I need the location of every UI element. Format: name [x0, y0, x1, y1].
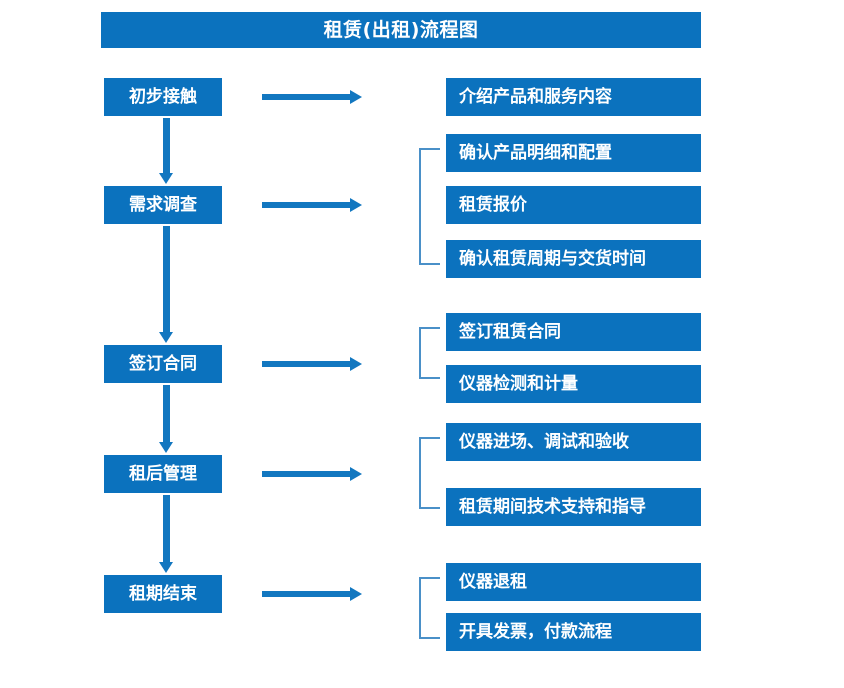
- detail-label-10: 开具发票，付款流程: [459, 621, 612, 642]
- down-arrow-icon-2: [159, 226, 173, 343]
- stage-label-5: 租期结束: [129, 583, 197, 604]
- detail-label-6: 仪器检测和计量: [459, 373, 578, 394]
- stage-label-2: 需求调查: [129, 194, 197, 215]
- group-bracket-2: [419, 148, 440, 265]
- detail-label-2: 确认产品明细和配置: [459, 142, 612, 163]
- detail-label-7: 仪器进场、调试和验收: [459, 431, 629, 452]
- stage-box-4[interactable]: 租后管理: [104, 455, 222, 493]
- down-arrow-icon-1: [159, 118, 173, 184]
- detail-box-6[interactable]: 仪器检测和计量: [446, 365, 701, 403]
- stage-box-1[interactable]: 初步接触: [104, 78, 222, 116]
- detail-box-8[interactable]: 租赁期间技术支持和指导: [446, 488, 701, 526]
- down-arrow-icon-3: [159, 385, 173, 453]
- detail-label-5: 签订租赁合同: [459, 321, 561, 342]
- detail-box-5[interactable]: 签订租赁合同: [446, 313, 701, 351]
- detail-box-3[interactable]: 租赁报价: [446, 186, 701, 224]
- chart-title-text: 租赁(出租)流程图: [323, 18, 479, 41]
- detail-label-3: 租赁报价: [459, 194, 527, 215]
- detail-box-4[interactable]: 确认租赁周期与交货时间: [446, 240, 701, 278]
- detail-label-9: 仪器退租: [459, 571, 527, 592]
- chart-title-banner: 租赁(出租)流程图: [101, 12, 701, 48]
- right-arrow-icon-2: [262, 198, 362, 212]
- stage-box-5[interactable]: 租期结束: [104, 575, 222, 613]
- detail-box-10[interactable]: 开具发票，付款流程: [446, 613, 701, 651]
- detail-label-1: 介绍产品和服务内容: [459, 86, 612, 107]
- group-bracket-3: [419, 327, 440, 379]
- group-bracket-4: [419, 437, 440, 509]
- right-arrow-icon-4: [262, 467, 362, 481]
- stage-box-2[interactable]: 需求调查: [104, 186, 222, 224]
- right-arrow-icon-5: [262, 587, 362, 601]
- stage-label-1: 初步接触: [129, 86, 197, 107]
- detail-box-9[interactable]: 仪器退租: [446, 563, 701, 601]
- detail-box-7[interactable]: 仪器进场、调试和验收: [446, 423, 701, 461]
- down-arrow-icon-4: [159, 495, 173, 573]
- stage-box-3[interactable]: 签订合同: [104, 345, 222, 383]
- detail-label-8: 租赁期间技术支持和指导: [459, 496, 646, 517]
- stage-label-3: 签订合同: [129, 353, 197, 374]
- right-arrow-icon-1: [262, 90, 362, 104]
- detail-box-1[interactable]: 介绍产品和服务内容: [446, 78, 701, 116]
- detail-label-4: 确认租赁周期与交货时间: [459, 248, 646, 269]
- detail-box-2[interactable]: 确认产品明细和配置: [446, 134, 701, 172]
- group-bracket-5: [419, 577, 440, 639]
- stage-label-4: 租后管理: [129, 463, 197, 484]
- right-arrow-icon-3: [262, 357, 362, 371]
